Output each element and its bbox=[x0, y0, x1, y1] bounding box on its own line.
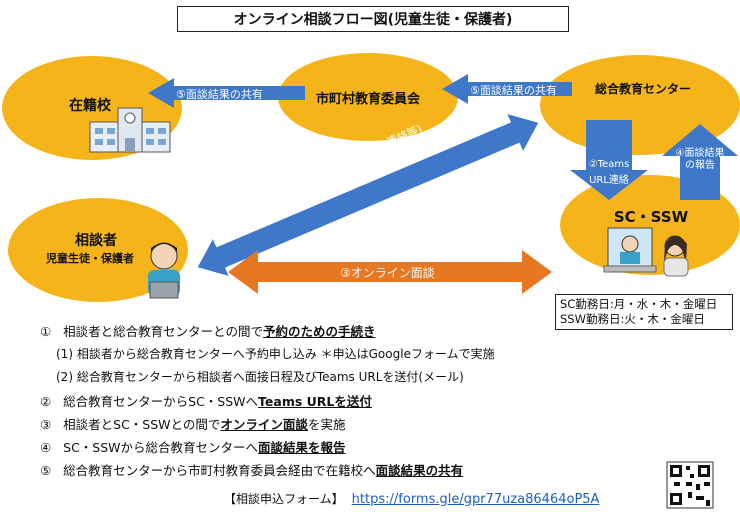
sc-schedule: SC勤務日:月・水・木・金曜日 bbox=[560, 297, 718, 311]
step-3: ③ 相談者とSC・SSWとの間でオンライン面談を実施 bbox=[40, 414, 345, 433]
consultee-sub-label: 児童生徒・保護者 bbox=[46, 252, 134, 265]
school-building-icon bbox=[89, 107, 171, 153]
board-ellipse bbox=[278, 53, 458, 141]
form-label: 【相談申込フォーム】 bbox=[224, 492, 344, 506]
reserve-arrow bbox=[197, 114, 539, 276]
step-2: ② 総合教育センターからSC・SSWへTeams URLを送付 bbox=[40, 391, 372, 410]
step-3-text: 相談者とSC・SSWとの間で bbox=[63, 417, 221, 432]
step-3-tail: を実施 bbox=[307, 417, 346, 432]
step-3-num: ③ bbox=[40, 417, 52, 432]
step-2-bold: Teams URLを送付 bbox=[258, 394, 372, 409]
teams-url-label-2: URL連絡 bbox=[589, 175, 629, 186]
consultee-ellipse bbox=[8, 198, 188, 302]
teams-url-down-arrow bbox=[570, 120, 648, 200]
step-5-num: ⑤ bbox=[40, 463, 52, 478]
step-5-text: 総合教育センターから市町村教育委員会経由で在籍校へ bbox=[63, 463, 376, 478]
step-5: ⑤ 総合教育センターから市町村教育委員会経由で在籍校へ面談結果の共有 bbox=[40, 460, 463, 479]
step-4: ④ SC・SSWから総合教育センターへ面談結果を報告 bbox=[40, 437, 346, 456]
consultee-person-icon bbox=[148, 242, 180, 299]
step-2-num: ② bbox=[40, 394, 52, 409]
report-up-arrow bbox=[662, 124, 738, 200]
share-to-school-label: ⑤面談結果の共有 bbox=[176, 88, 263, 101]
step-1-num: ① bbox=[40, 324, 52, 339]
step-1: ① 相談者と総合教育センターとの間で予約のための手続き bbox=[40, 321, 376, 340]
form-line: 【相談申込フォーム】 https://forms.gle/gpr77uza8646… bbox=[224, 490, 599, 507]
step-1-text: 相談者と総合教育センターとの間で bbox=[63, 324, 264, 339]
step-1b: (2) 総合教育センターから相談者へ面接日程及びTeams URLを送付(メール… bbox=[56, 370, 464, 384]
center-label: 総合教育センター bbox=[594, 82, 691, 96]
consultee-label: 相談者 bbox=[75, 233, 117, 249]
ssw-schedule: SSW勤務日:火・木・金曜日 bbox=[560, 312, 705, 326]
page-title: オンライン相談フロー図(児童生徒・保護者) bbox=[177, 6, 569, 32]
share-arrow-center-to-board bbox=[442, 74, 572, 104]
board-label: 市町村教育委員会 bbox=[315, 92, 420, 107]
form-url-link[interactable]: https://forms.gle/gpr77uza86464oP5A bbox=[351, 492, 600, 507]
report-label-2: の報告 bbox=[685, 160, 715, 171]
school-label: 在籍校 bbox=[69, 98, 111, 114]
online-label: ③オンライン面談 bbox=[340, 266, 435, 280]
step-4-num: ④ bbox=[40, 440, 52, 455]
report-label-1: ④面談結果 bbox=[675, 148, 725, 159]
teams-url-label-1: ②Teams bbox=[588, 159, 630, 170]
schedule-box: SC勤務日:月・水・木・金曜日 SSW勤務日:火・木・金曜日 bbox=[555, 294, 733, 330]
online-meeting-scene-icon bbox=[603, 227, 689, 277]
step-2-text: 総合教育センターからSC・SSWへ bbox=[63, 394, 259, 409]
share-to-board-label: ⑤面談結果の共有 bbox=[470, 84, 557, 97]
online-arrow bbox=[228, 250, 552, 294]
step-1a: (1) 相談者から総合教育センターへ予約申し込み ＊申込はGoogleフォームで… bbox=[56, 347, 495, 361]
step-1-bold: 予約のための手続き bbox=[263, 324, 376, 339]
qr-code-icon bbox=[666, 461, 714, 509]
step-3-bold: オンライン面談 bbox=[220, 417, 308, 432]
share-arrow-board-to-school bbox=[148, 78, 305, 108]
step-4-bold: 面談結果を報告 bbox=[258, 440, 346, 455]
scssw-label: SC・SSW bbox=[613, 208, 689, 226]
step-5-bold: 面談結果の共有 bbox=[375, 463, 464, 478]
step-4-text: SC・SSWから総合教育センターへ bbox=[63, 440, 259, 455]
